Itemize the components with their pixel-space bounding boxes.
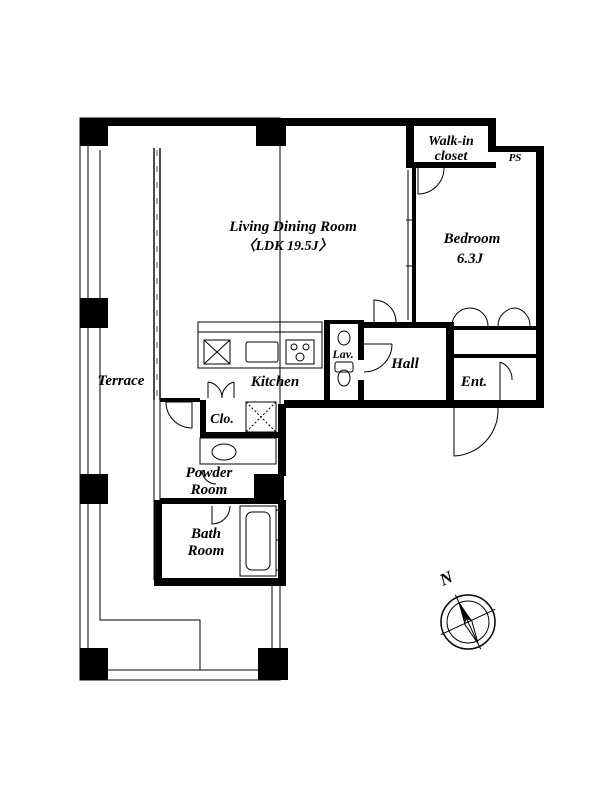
columns (80, 118, 288, 680)
label-bath-room-2: Room (187, 543, 225, 559)
fridge-icon (203, 339, 231, 365)
storage-box-icon (245, 401, 277, 433)
label-powder-room-1: Powder (186, 465, 233, 481)
label-lav: Lav. (331, 347, 353, 361)
label-hall: Hall (390, 356, 419, 372)
label-walkin-closet-1: Walk-in (428, 134, 474, 149)
compass-north-label: N (436, 567, 457, 590)
label-living-dining-room: Living Dining Room (228, 219, 357, 235)
stove-icon (285, 339, 315, 365)
label-ldk-size: 〈LDK 19.5J〉 (242, 237, 333, 254)
label-ps: PS (509, 152, 522, 164)
label-bedroom: Bedroom (443, 231, 501, 247)
kitchen-counter (197, 321, 323, 369)
sink-icon (245, 341, 279, 363)
label-walkin-closet-2: closet (435, 149, 469, 164)
bathtub-icon (239, 505, 286, 577)
washbasin-icon (199, 437, 277, 465)
label-kitchen: Kitchen (250, 374, 299, 390)
room-labels: Living Dining Room 〈LDK 19.5J〉 Bedroom 6… (98, 134, 522, 559)
label-bath-room-1: Bath (190, 526, 221, 542)
doors (165, 167, 531, 525)
toilet-icon (334, 330, 354, 387)
label-terrace: Terrace (98, 373, 145, 389)
label-ent: Ent. (460, 374, 487, 390)
label-bedroom-size: 6.3J (457, 251, 484, 267)
compass-rose-icon (440, 594, 496, 650)
label-powder-room-2: Room (190, 482, 228, 498)
label-clo: Clo. (210, 412, 234, 427)
walls (108, 118, 544, 586)
